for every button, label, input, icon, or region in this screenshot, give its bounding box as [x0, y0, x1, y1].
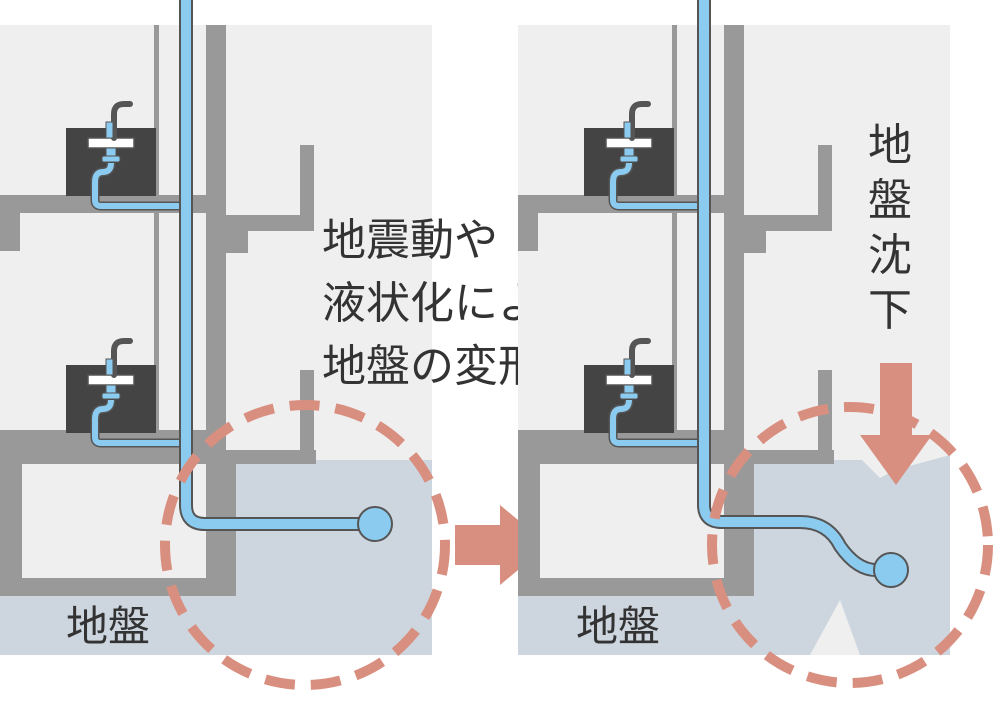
right-ground-label: 地盤: [576, 602, 660, 651]
right-highlight-circle: [707, 402, 993, 688]
cause-line-1: 地震動や: [322, 215, 498, 266]
subsidence-char-3: 沈: [868, 230, 912, 281]
left-panel: 地盤: [0, 0, 450, 690]
subsidence-char-1: 地: [868, 120, 912, 171]
right-panel: 地盤 地 盤 沈 下: [518, 0, 993, 688]
cause-line-3: 地盤の変形: [322, 341, 542, 392]
left-ground-label: 地盤: [66, 602, 150, 651]
subsidence-label: 地 盤 沈 下: [868, 120, 912, 336]
subsidence-char-2: 盤: [868, 175, 912, 226]
right-arrow-icon: [455, 505, 548, 585]
down-arrow-icon: [860, 363, 932, 485]
left-highlight-circle: [160, 400, 450, 690]
subsidence-char-4: 下: [868, 285, 912, 336]
